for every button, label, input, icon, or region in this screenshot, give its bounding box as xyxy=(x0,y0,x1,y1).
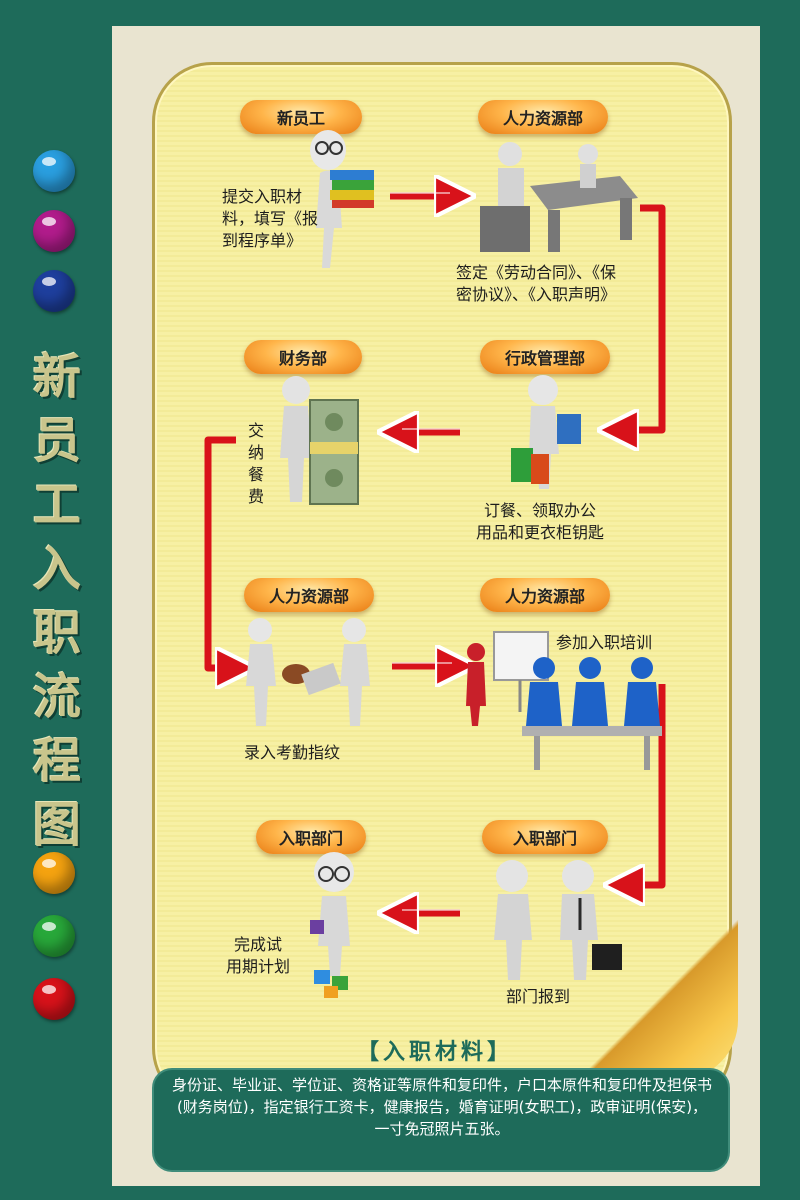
person-with-books-icon xyxy=(310,130,374,268)
step-caption: 提交入职材 料，填写《报 到程序单》 xyxy=(222,187,319,250)
dept-label-finance: 财务部 xyxy=(244,340,362,374)
step-caption: 签定《劳动合同》、《保 密协议》、《入职声明》 xyxy=(456,263,617,304)
page-title: 新 员 工 入 职 流 程 图 xyxy=(28,345,86,857)
title-char: 入 xyxy=(32,541,81,597)
dept-label-joining-dept: 入职部门 xyxy=(482,820,608,854)
ball-magenta-icon xyxy=(33,210,75,252)
title-char: 工 xyxy=(32,477,81,533)
step-caption: 订餐、领取办公 用品和更衣柜钥匙 xyxy=(476,501,605,542)
title-char: 员 xyxy=(32,413,81,469)
materials-title: 【入职材料】 xyxy=(356,1040,513,1065)
ball-orange-icon xyxy=(33,852,75,894)
materials-box xyxy=(152,1068,730,1172)
ball-navy-icon xyxy=(33,270,75,312)
dept-label-hr: 人力资源部 xyxy=(480,578,610,612)
step-caption: 录入考勤指纹 xyxy=(244,743,341,762)
materials-text: 身份证、毕业证、学位证、资格证等原件和复印件，户口本原件和复印件及担保书(财务岗… xyxy=(172,1076,713,1138)
dept-label-admin: 行政管理部 xyxy=(480,340,610,374)
training-class-icon xyxy=(466,631,662,770)
title-char: 图 xyxy=(32,797,81,853)
title-char: 新 xyxy=(32,349,81,405)
dept-label-joining-dept: 入职部门 xyxy=(256,820,366,854)
handshake-icon xyxy=(494,860,622,980)
ball-blue-icon xyxy=(33,150,75,192)
step-caption: 部门报到 xyxy=(506,987,571,1006)
step-caption: 交 纳 餐 费 xyxy=(248,421,265,506)
step-caption: 参加入职培训 xyxy=(556,633,653,652)
dept-label-hr: 人力资源部 xyxy=(244,578,374,612)
ball-red-icon xyxy=(33,978,75,1020)
dept-label-new-employee: 新员工 xyxy=(240,100,362,134)
person-puzzle-icon xyxy=(310,852,354,998)
step-caption: 完成试 用期计划 xyxy=(226,935,291,976)
person-shopping-bags-icon xyxy=(511,375,581,489)
arrow-4-5 xyxy=(204,436,236,668)
ball-green-icon xyxy=(33,915,75,957)
people-stamp-icon xyxy=(246,618,370,726)
money-stack-icon xyxy=(280,376,359,505)
title-char: 职 xyxy=(32,605,81,661)
arrow-2-3 xyxy=(618,204,666,430)
title-char: 程 xyxy=(32,733,81,789)
arrow-6-7 xyxy=(624,684,666,885)
dept-label-hr: 人力资源部 xyxy=(478,100,608,134)
office-desk-icon xyxy=(480,142,638,252)
title-char: 流 xyxy=(32,669,81,725)
